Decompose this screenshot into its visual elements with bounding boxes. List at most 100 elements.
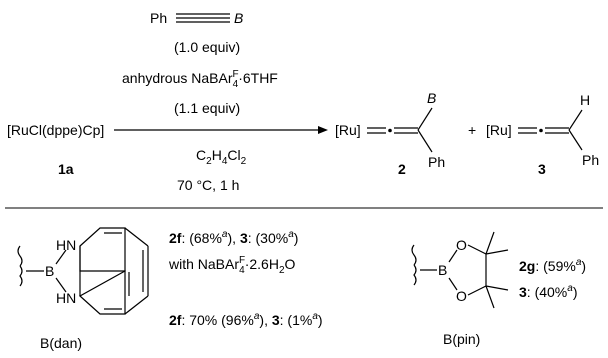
bpin-b: B	[438, 262, 447, 278]
p3-central-carbon-dot	[539, 128, 543, 133]
bdan-b-n2-bond	[55, 277, 67, 293]
dan-r2-2f: 2f	[169, 312, 182, 328]
dan-with-o: O	[285, 256, 296, 272]
dan-r1-close: )	[227, 230, 232, 246]
naphthalene-bond-r1	[124, 227, 149, 247]
salt-sub: 4	[233, 79, 239, 90]
reagent-ph: Ph	[150, 10, 167, 26]
solvent-h-sub: 4	[222, 156, 228, 167]
pin-result-2: 3: (40%a)	[519, 283, 578, 300]
dan-r1-2f: 2f	[169, 230, 182, 246]
pin-r2-close: )	[573, 284, 578, 300]
dan-r1-comma: ,	[232, 230, 240, 246]
pin-r-2g: 2g	[519, 258, 535, 274]
dan-r1-close2: )	[294, 230, 299, 246]
dan-r2-comma: ,	[264, 312, 272, 328]
bdan-structure: B HN HN B(dan)	[17, 227, 149, 351]
bpin-me3	[485, 285, 495, 309]
dan-r1-3: 3	[240, 230, 248, 246]
naphthalene-ring-lower	[78, 269, 126, 315]
dan-r2-close2: )	[318, 312, 323, 328]
solvent: C2H4Cl2	[196, 147, 247, 167]
p3-bond-to-h	[568, 109, 583, 131]
dan-with-h2o-sub: 2	[279, 265, 285, 276]
pin-r1-sup-a: a	[576, 257, 582, 268]
bdan-hn-bottom: HN	[56, 290, 76, 306]
salt-suffix: ·6THF	[238, 70, 278, 86]
naphthalene-bond-r3	[124, 295, 149, 315]
solvent-cl-sub: 2	[241, 156, 247, 167]
bpin-label: B(pin)	[443, 331, 480, 347]
bpin-b-o1-bond	[448, 249, 458, 263]
product3-ph: Ph	[582, 152, 599, 168]
bpin-me1	[485, 231, 495, 255]
product3-label: 3	[538, 161, 546, 177]
dan-with-sup: F	[239, 255, 245, 266]
bpin-me2	[485, 249, 509, 255]
dan-r1-3-val: : (30%	[248, 230, 288, 246]
pin-r-2g-val: : (59%	[535, 258, 575, 274]
bpin-me4	[485, 285, 509, 291]
solvent-c-sub: 2	[206, 156, 212, 167]
dan-result-2: 2f: 70% (96%a), 3: (1%a)	[169, 311, 323, 328]
bpin-o-bottom: O	[456, 288, 467, 304]
pin-r-3: 3	[519, 284, 527, 300]
salt-sup: F	[233, 69, 239, 80]
dan-r2-3-val: : (1%	[280, 312, 313, 328]
salt-prefix: anhydrous NaBAr	[122, 70, 233, 86]
dan-r1-sup-a2: a	[288, 229, 294, 240]
p2-central-carbon-dot	[388, 128, 392, 133]
salt-equiv: (1.1 equiv)	[174, 100, 240, 116]
dan-r2-sup-a: a	[254, 311, 260, 322]
pin-r1-close: )	[581, 258, 586, 274]
naphthalene-ring-upper	[79, 227, 126, 272]
product2-ru: [Ru]	[335, 122, 361, 138]
product2-ph: Ph	[428, 154, 445, 170]
dan-r2-2f-val: : 70% (96%	[181, 312, 253, 328]
dan-result-1: 2f: (68%a), 3: (30%a)	[169, 229, 298, 246]
bpin-o-top: O	[456, 237, 467, 253]
product-3: [Ru] H Ph 3	[486, 92, 599, 177]
plus-sign: +	[468, 122, 476, 138]
dan-r2-close: )	[259, 312, 264, 328]
dan-r2-sup-a2: a	[312, 311, 318, 322]
bdan-b-n1-bond	[55, 249, 67, 265]
reagent-equiv: (1.0 equiv)	[174, 39, 240, 55]
solvent-cl: Cl	[227, 147, 240, 163]
reactant-label: 1a	[58, 161, 74, 177]
p2-bond-to-ph	[417, 129, 433, 153]
bpin-b-o2-bond	[448, 277, 458, 291]
dan-with-sub: 4	[239, 265, 245, 276]
bdan-label: B(dan)	[40, 335, 82, 351]
product2-label: 2	[398, 161, 406, 177]
reaction-arrowhead	[318, 126, 328, 134]
bdan-b: B	[45, 263, 54, 279]
bpin-attachment-squiggle	[411, 244, 417, 286]
pin-r2-sup-a: a	[567, 283, 573, 294]
product-2: [Ru] B Ph 2	[335, 90, 445, 177]
bdan-hn-top: HN	[56, 237, 76, 253]
pin-r-3-val: : (40%	[527, 284, 567, 300]
product2-b: B	[427, 90, 436, 106]
bpin-structure: B O O B(pin)	[411, 231, 509, 347]
solvent-c: C	[196, 147, 206, 163]
alkynylborane-reagent: Ph B	[150, 10, 243, 26]
dan-r2-3: 3	[272, 312, 280, 328]
pin-result-1: 2g: (59%a)	[519, 257, 586, 274]
dan-with-suffix: ·2.6H	[245, 256, 279, 272]
temperature: 70 °C, 1 h	[177, 177, 239, 193]
bpin-o2-c2-bond	[467, 285, 487, 296]
dan-with-prefix: with NaBAr	[168, 256, 239, 272]
dan-r1-sup-a: a	[222, 229, 228, 240]
solvent-h: H	[212, 147, 222, 163]
reactant-formula: [RuCl(dppe)Cp]	[7, 122, 104, 138]
bpin-o1-c1-bond	[467, 244, 487, 255]
product3-h: H	[580, 92, 590, 108]
p2-bond-to-b	[417, 107, 433, 131]
reagent-b: B	[234, 10, 243, 26]
p3-bond-to-ph	[568, 129, 583, 151]
dan-r1-2f-val: : (68%	[181, 230, 221, 246]
